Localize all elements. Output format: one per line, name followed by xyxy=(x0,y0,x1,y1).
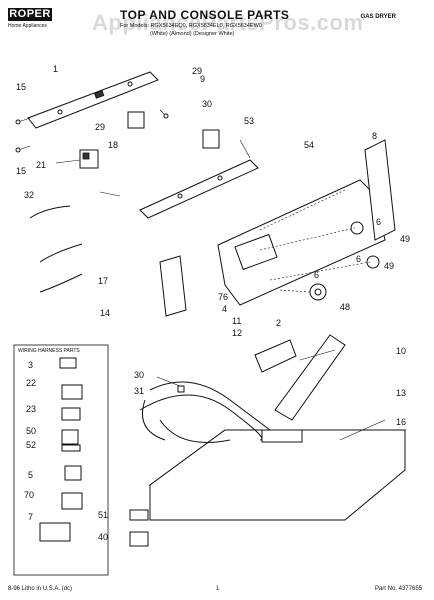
part-number: Part No. 4377655 xyxy=(374,586,422,592)
callout-label: 15 xyxy=(16,166,26,176)
callout-label: 13 xyxy=(396,388,406,398)
callout-label: 8 xyxy=(372,131,377,141)
brand-subtitle: Home Appliances xyxy=(8,23,47,29)
page-number: 1 xyxy=(216,586,220,592)
callout-label: 11 xyxy=(232,316,241,326)
callout-label: 29 xyxy=(192,66,202,76)
wiring-part-label: 23 xyxy=(26,404,36,414)
wiring-part-label: 7 xyxy=(28,512,33,522)
wiring-part-label: 40 xyxy=(98,532,108,542)
callout-label: 15 xyxy=(16,82,26,92)
wiring-part-label: 70 xyxy=(24,490,34,500)
callout-label: 21 xyxy=(36,160,46,170)
model-list: For Models: RGX5634EQ0, RGX5634EL0, RGX5… xyxy=(120,23,262,29)
callout-label: 10 xyxy=(396,346,406,356)
callout-label: 12 xyxy=(232,328,242,338)
callout-label: 17 xyxy=(98,276,108,286)
wiring-harness-box xyxy=(13,344,149,576)
harness-part xyxy=(139,376,271,443)
callout-label: 49 xyxy=(384,261,394,271)
console-panel-part xyxy=(99,139,259,219)
wiring-part-label: 22 xyxy=(26,378,36,388)
wiring-box-title: WIRING HARNESS PARTS xyxy=(18,348,80,354)
callout-label: 18 xyxy=(108,140,118,150)
callout-label: 76 xyxy=(218,292,228,302)
callout-label: 6 xyxy=(314,270,319,280)
brand-logo: ROPER xyxy=(8,8,52,21)
callout-label: 6 xyxy=(356,254,361,264)
callout-label: 30 xyxy=(202,99,212,109)
callout-label: 16 xyxy=(396,417,406,427)
color-list: (White) (Almond) (Designer White) xyxy=(150,31,235,37)
wiring-part-label: 52 xyxy=(26,440,36,450)
knob-part xyxy=(259,221,380,301)
rear-panel-part xyxy=(27,71,159,129)
console-part xyxy=(217,179,386,306)
switch-part xyxy=(127,109,220,149)
callout-label: 32 xyxy=(24,190,34,200)
screw-part xyxy=(15,117,31,153)
top-panel-part xyxy=(148,419,407,521)
callout-label: 29 xyxy=(95,122,105,132)
callout-label: 53 xyxy=(244,116,254,126)
wiring-part-label: 5 xyxy=(28,470,33,480)
end-cap-part xyxy=(364,139,396,241)
footer-litho: 8-96 Litho in U.S.A. (dc) xyxy=(8,586,73,592)
callout-label: 2 xyxy=(276,318,281,328)
wire-part xyxy=(29,205,83,293)
page-title: TOP AND CONSOLE PARTS xyxy=(120,8,290,22)
callout-label: 4 xyxy=(222,304,227,314)
callout-label: 31 xyxy=(134,386,144,396)
control-part-21 xyxy=(55,149,99,169)
callout-label: 9 xyxy=(200,74,205,84)
lint-screen-part xyxy=(254,334,346,421)
watermark: AppliancePartsPros.com xyxy=(92,10,364,35)
wiring-part-label: 3 xyxy=(28,360,33,370)
callout-label: 14 xyxy=(100,308,110,318)
wiring-part-label: 51 xyxy=(98,510,108,520)
callout-label: 54 xyxy=(304,140,314,150)
callout-label: 1 xyxy=(53,64,58,74)
callout-label: 49 xyxy=(400,234,410,244)
callout-label: 6 xyxy=(376,217,381,227)
product-type: GAS DRYER xyxy=(360,14,396,20)
callout-label: 30 xyxy=(134,370,144,380)
bracket-part xyxy=(159,255,187,317)
wiring-part-label: 50 xyxy=(26,426,36,436)
callout-label: 48 xyxy=(340,302,350,312)
